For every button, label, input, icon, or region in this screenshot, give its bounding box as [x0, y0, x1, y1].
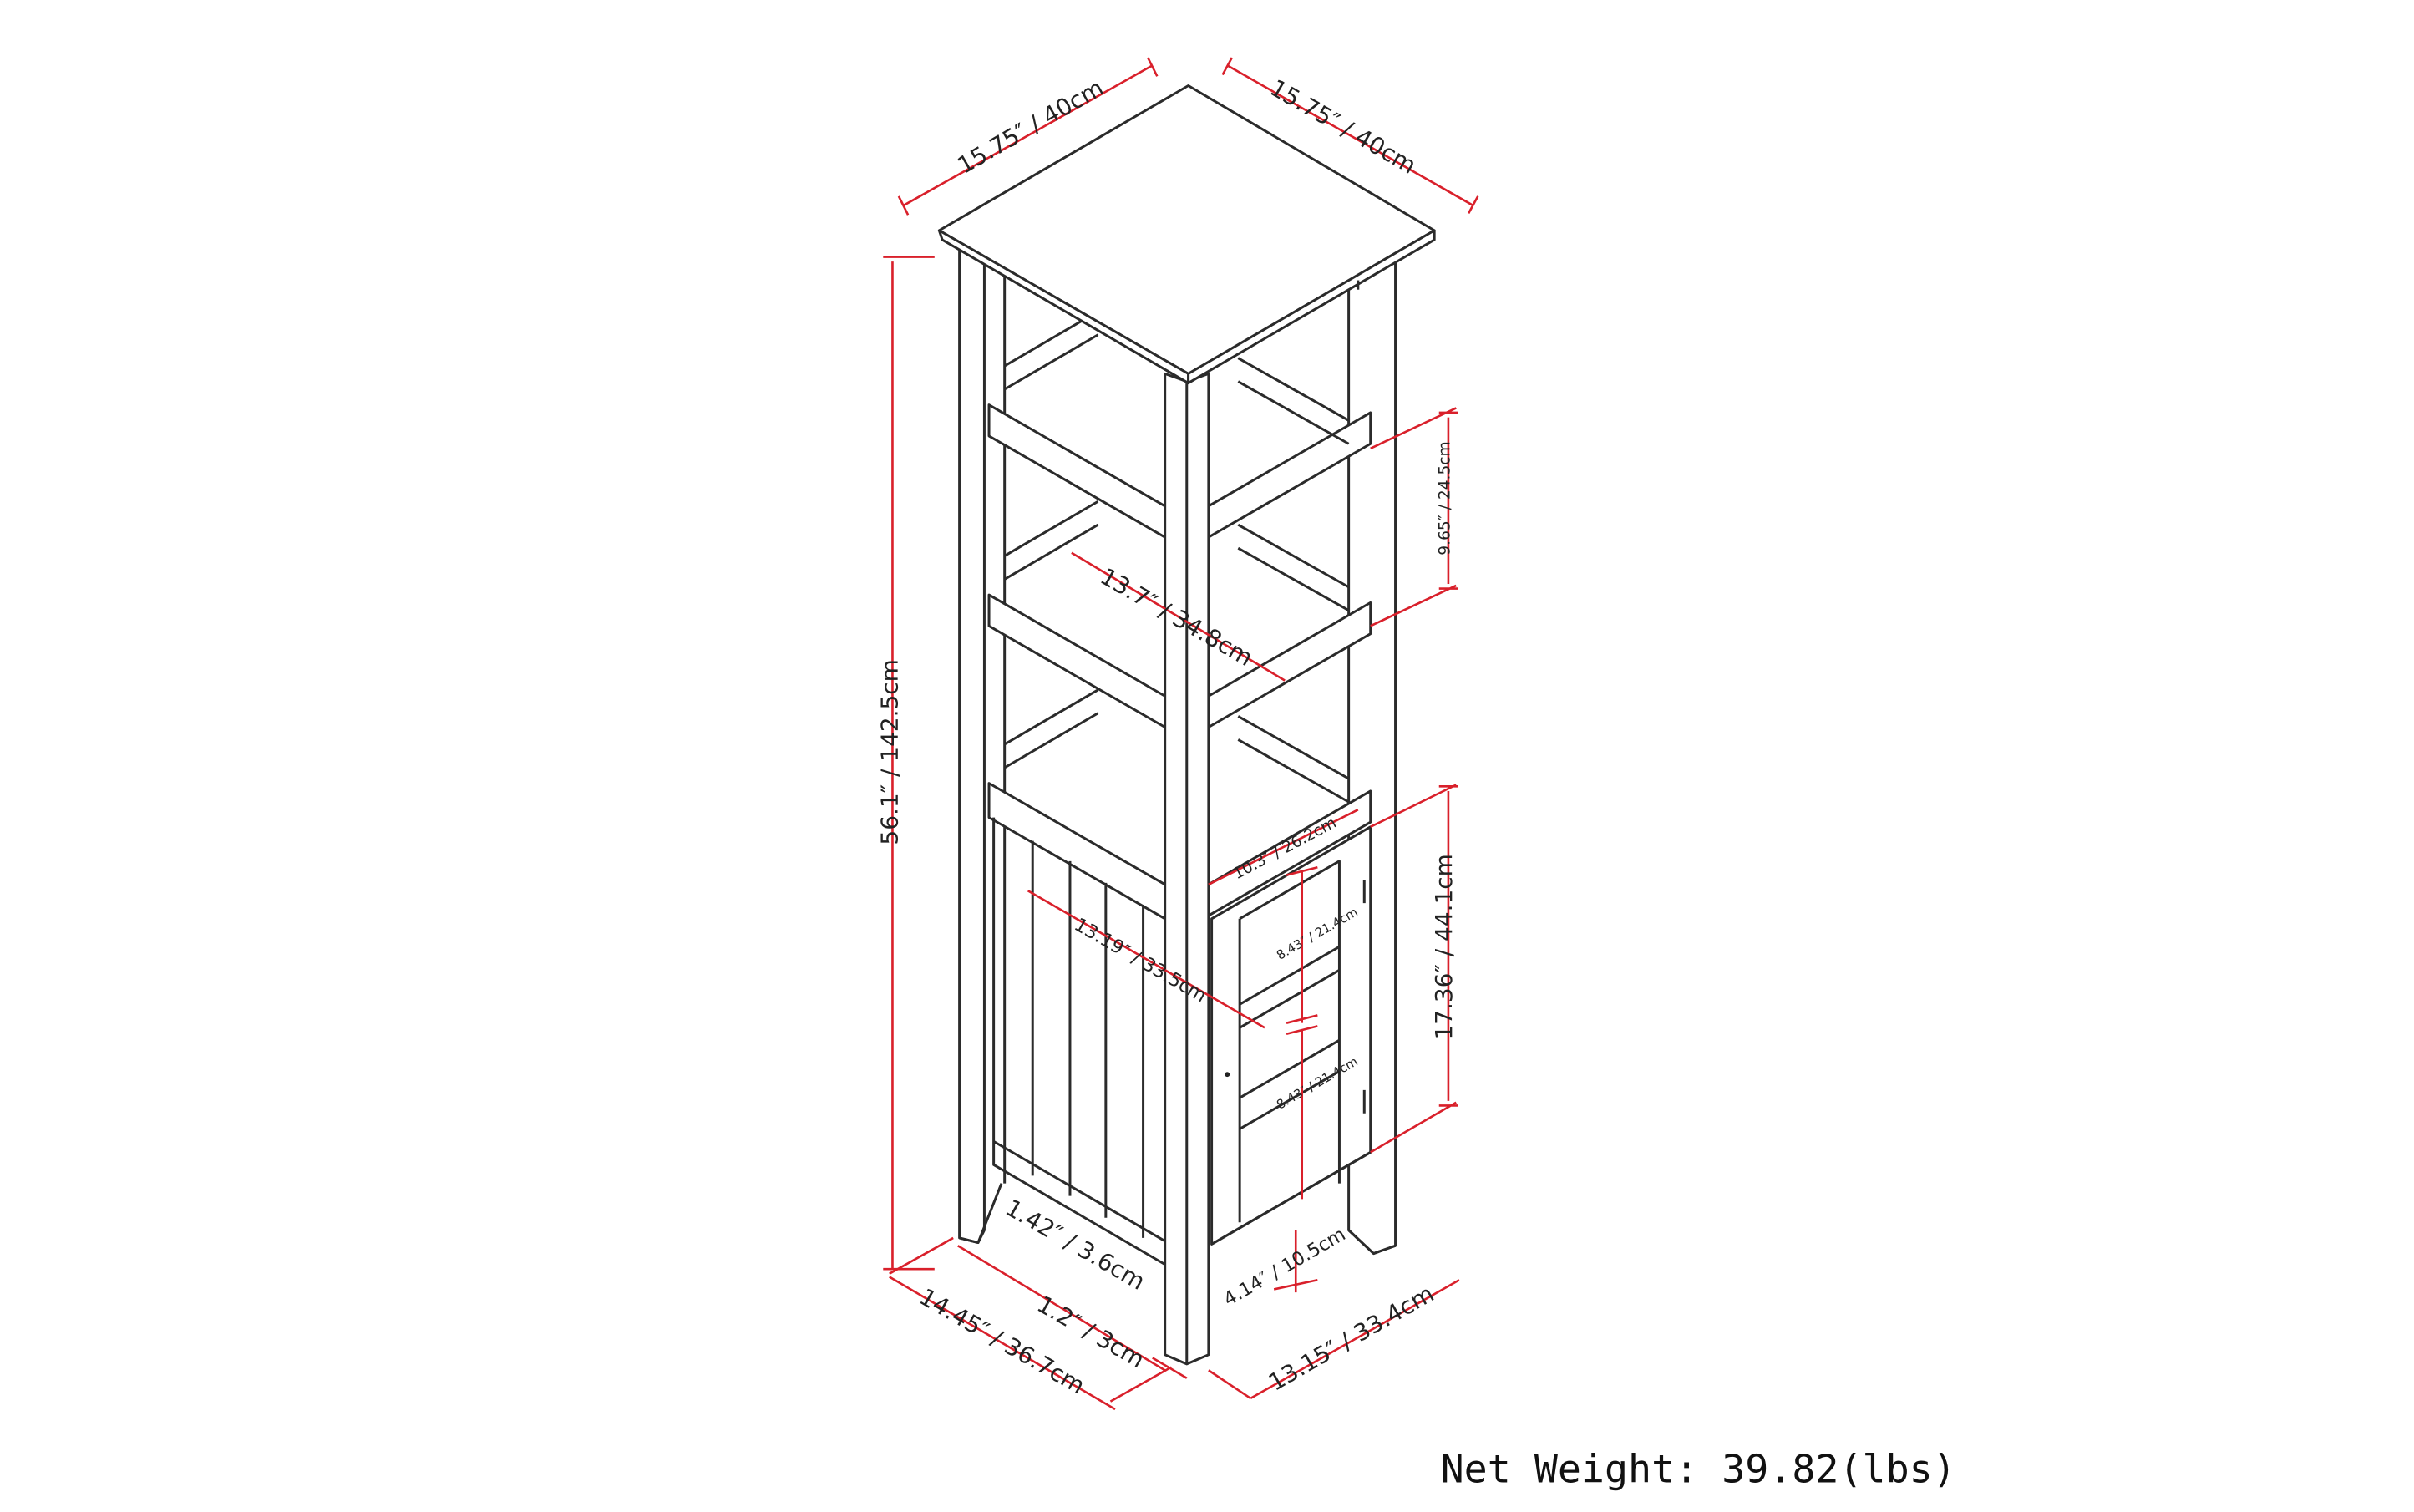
net-weight: Net Weight: 39.82(lbs)	[1441, 1447, 1956, 1492]
dim-cabinet-height: 17.36″ / 44.1cm	[1430, 854, 1458, 1040]
dim-base-width: 13.15″ / 33.4cm	[1264, 1280, 1438, 1397]
dim-shelf-spacing: 9.65″ / 24.5cm	[1437, 441, 1454, 555]
dim-total-height: 56.1″ / 142.5cm	[876, 659, 904, 845]
dim-leg-clearance: 4.14″ / 10.5cm	[1220, 1224, 1350, 1311]
dimension-lines	[883, 57, 1479, 1411]
furniture-outline	[937, 84, 1436, 1366]
dim-leg-width: 1.42″ / 3.6cm	[1001, 1194, 1149, 1296]
